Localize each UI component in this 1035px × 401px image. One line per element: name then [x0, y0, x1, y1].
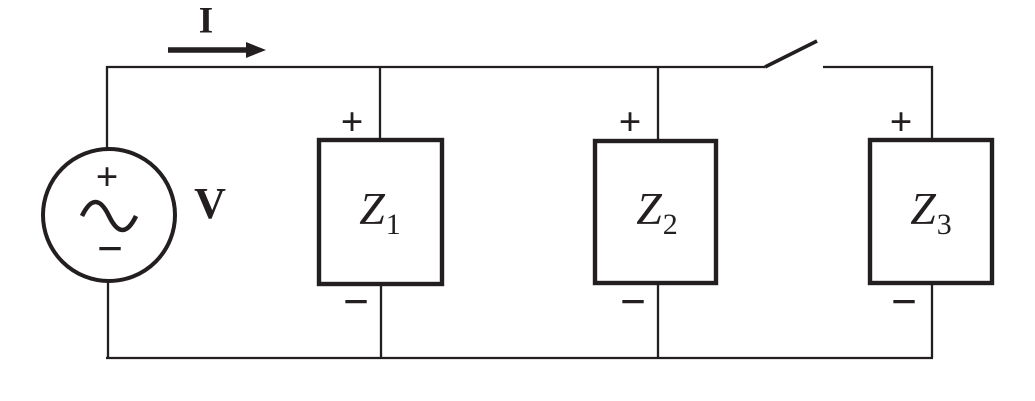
- z1-plus-sign: +: [340, 99, 364, 144]
- z2-subscript: 2: [662, 208, 678, 241]
- z1-box: [316, 137, 445, 287]
- z2-symbol: Z: [636, 183, 662, 234]
- top-rail-right-segment: [823, 65, 934, 140]
- ac-source-circle: [41, 147, 177, 283]
- source-plus-sign: +: [95, 154, 119, 199]
- z2-box: [592, 138, 719, 286]
- z1-minus-sign: −: [342, 276, 370, 327]
- top-rail-left-segment: [105, 65, 765, 148]
- z2-minus-sign: −: [619, 276, 647, 327]
- z1-symbol: Z: [359, 183, 385, 234]
- z3-box: [867, 137, 995, 286]
- z2-label: Z2: [636, 183, 678, 240]
- source-voltage-label: V: [194, 179, 226, 228]
- z1-subscript: 1: [385, 208, 401, 241]
- z2-plus-sign: +: [618, 99, 642, 144]
- z1-label: Z1: [359, 183, 401, 240]
- sine-wave-icon: [79, 199, 139, 233]
- current-label: I: [198, 0, 214, 42]
- source-minus-sign: −: [96, 223, 124, 274]
- z3-label: Z3: [910, 183, 952, 240]
- z3-minus-sign: −: [890, 276, 918, 327]
- current-arrow-head: [246, 42, 266, 58]
- z3-symbol: Z: [910, 183, 936, 234]
- z3-subscript: 3: [936, 208, 952, 241]
- switch-blade: [764, 39, 818, 69]
- z3-plus-sign: +: [889, 99, 913, 144]
